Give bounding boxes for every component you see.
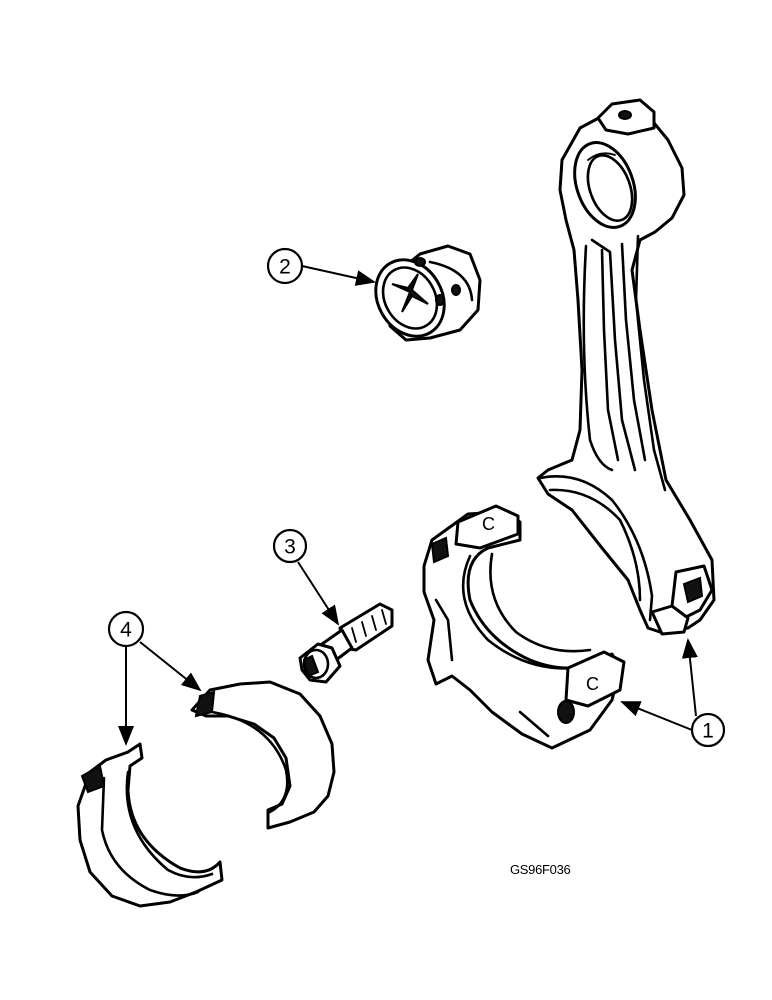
svg-text:C: C: [586, 674, 599, 694]
callout-1-number: 1: [702, 720, 714, 743]
callout-4: 4: [107, 610, 202, 746]
callout-3-circle: [272, 528, 308, 564]
callout-3: 3: [272, 528, 340, 626]
callout-4-number: 4: [120, 619, 132, 642]
upper-bearing-shell: [190, 680, 336, 830]
callout-2-number: 2: [279, 256, 291, 279]
leader-2: [301, 265, 376, 286]
leader-1-rod: [681, 638, 698, 717]
callout-1: 1: [620, 638, 726, 748]
callout-2: 2: [266, 247, 376, 286]
leader-4-upper: [139, 641, 202, 692]
callout-3-number: 3: [284, 536, 296, 559]
figure-code: GS96F036: [510, 862, 571, 877]
piston-pin-bushing: [374, 244, 482, 342]
leader-1-cap: [620, 701, 693, 731]
connecting-rod: [536, 98, 716, 636]
connecting-rod-bolt: [298, 602, 394, 684]
lower-bearing-shell: [76, 742, 224, 908]
leader-3: [297, 561, 340, 626]
svg-text:C: C: [482, 514, 495, 534]
connecting-rod-cap: C C: [422, 504, 626, 750]
